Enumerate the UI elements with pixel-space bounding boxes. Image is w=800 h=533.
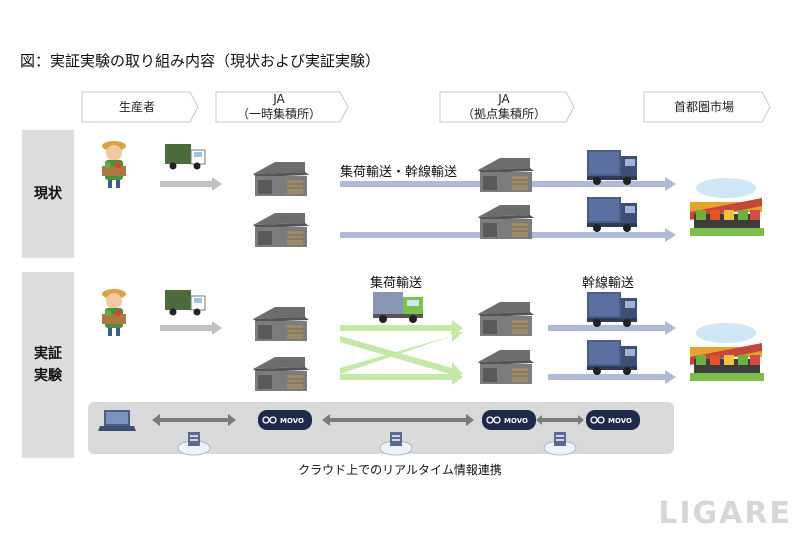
stage-chevrons — [81, 91, 771, 123]
row-label-text: 現状 — [34, 186, 62, 202]
laptop-icon — [98, 410, 136, 431]
row-label-trial: 実証 実験 — [22, 272, 74, 458]
gray-arrow — [160, 177, 222, 191]
stage-sublabel: （一時集積所） — [236, 107, 321, 121]
trial-row-graphics — [102, 289, 764, 392]
label-trunk-transport: 幹線輸送 — [582, 276, 635, 291]
blue-arrow — [548, 370, 676, 384]
row-label-current: 現状 — [22, 130, 74, 258]
stage-producer: 生産者 — [82, 90, 192, 124]
farmer-icon — [102, 141, 126, 188]
warehouse-icon — [252, 161, 310, 197]
produce-truck-icon — [164, 143, 206, 170]
movo-logo-text: MOVO — [280, 417, 304, 425]
watermark-logo: LIGARE — [658, 496, 792, 531]
cloud-caption: クラウド上でのリアルタイム情報連携 — [298, 463, 502, 477]
warehouse-icon — [477, 157, 535, 193]
green-arrow — [340, 336, 463, 378]
movo-logo-text: MOVO — [504, 417, 528, 425]
blue-truck-icon — [587, 197, 637, 232]
sync-arrow — [322, 414, 474, 426]
movo-device: MOVO — [586, 410, 640, 430]
stage-ja-temporary: JA （一時集積所） — [216, 92, 342, 126]
label-current-transport: 集荷輸送・幹線輸送 — [340, 165, 458, 180]
warehouse-icon — [252, 212, 310, 248]
stage-label: 生産者 — [118, 100, 155, 114]
stage-metro-market: 首都圏市場 — [644, 90, 764, 124]
warehouse-icon — [477, 301, 535, 337]
stage-label: JA — [273, 92, 285, 106]
blue-arrow — [548, 321, 676, 335]
stage-sublabel: （拠点集積所） — [461, 107, 546, 121]
sync-arrow — [536, 415, 584, 425]
stage-label: JA — [498, 92, 510, 106]
blue-truck-icon — [587, 340, 637, 375]
warehouse-icon — [477, 349, 535, 385]
stage-ja-hub: JA （拠点集積所） — [440, 92, 568, 126]
blue-truck-icon — [587, 292, 637, 327]
current-row-graphics — [102, 141, 764, 248]
movo-device: MOVO — [258, 410, 312, 430]
movo-logo-text: MOVO — [608, 417, 632, 425]
market-icon — [690, 178, 764, 236]
collection-truck-icon — [373, 292, 423, 323]
cloud-band: MOVO MOVO MOVO — [88, 402, 674, 456]
label-collection-transport: 集荷輸送 — [370, 276, 423, 291]
gray-arrow — [160, 321, 222, 335]
warehouse-icon — [477, 204, 535, 240]
stage-label: 首都圏市場 — [673, 100, 734, 114]
sync-arrow — [152, 414, 236, 426]
row-label-text: 実証 — [34, 346, 62, 362]
green-arrow — [340, 320, 463, 336]
green-arrow — [340, 332, 463, 374]
blue-truck-icon — [587, 150, 637, 185]
produce-truck-icon — [164, 289, 206, 316]
market-icon — [690, 323, 764, 381]
row-label-text: 実験 — [34, 368, 62, 384]
warehouse-icon — [252, 356, 310, 392]
figure-title: 図：実証実験の取り組み内容（現状および実証実験） — [20, 52, 381, 70]
green-arrow — [340, 369, 463, 385]
warehouse-icon — [252, 306, 310, 342]
movo-device: MOVO — [482, 410, 536, 430]
farmer-icon — [102, 289, 126, 336]
